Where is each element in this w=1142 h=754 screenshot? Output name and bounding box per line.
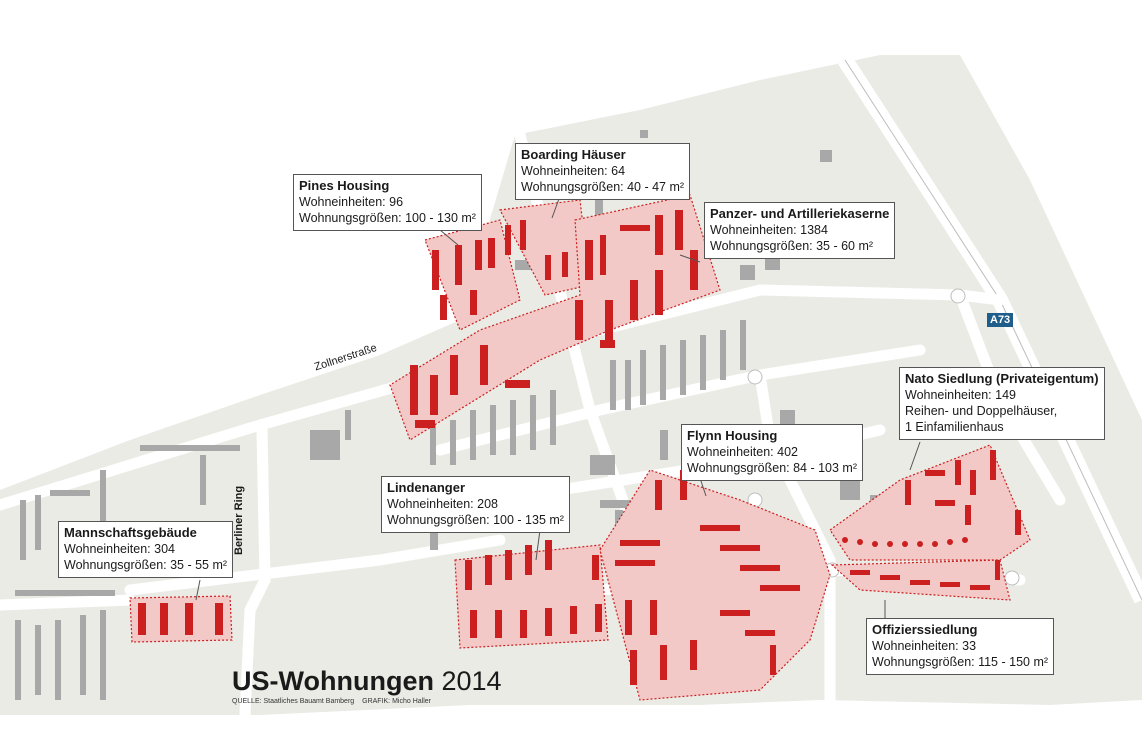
callout-line: Wohnungsgrößen: 35 - 55 m² <box>64 558 228 572</box>
callout-line: Wohneinheiten: 96 <box>299 195 404 209</box>
highway-label-a73: A73 <box>987 313 1014 327</box>
callout-title: Flynn Housing <box>687 428 778 443</box>
area-mannschaft <box>129 595 233 643</box>
callout-line: Wohneinheiten: 149 <box>905 388 1016 402</box>
figure-title-block: US-Wohnungen 2014 QUELLE: Staatliches Ba… <box>232 666 502 705</box>
callout-line: Wohnungsgrößen: 35 - 60 m² <box>710 239 874 253</box>
figure-credits: QUELLE: Staatliches Bauamt Bamberg GRAFI… <box>232 698 502 705</box>
callout-title: Nato Siedlung (Privateigentum) <box>905 371 1099 386</box>
area-nato <box>829 444 1031 561</box>
callout-line: Wohneinheiten: 33 <box>872 639 977 653</box>
callout-line: Wohnungsgrößen: 115 - 150 m² <box>872 655 1049 669</box>
road-berliner-ring <box>239 424 271 721</box>
callout-flynn-housing: Flynn Housing Wohneinheiten: 402 Wohnung… <box>681 424 864 481</box>
figure-title-main: US-Wohnungen <box>232 666 434 696</box>
callout-line: Wohnungsgrößen: 40 - 47 m² <box>521 180 685 194</box>
callout-boarding-haeuser: Boarding Häuser Wohneinheiten: 64 Wohnun… <box>515 143 691 200</box>
callout-line: Wohnungsgrößen: 100 - 135 m² <box>387 513 564 527</box>
callout-mannschaftsgebaeude: Mannschaftsgebäude Wohneinheiten: 304 Wo… <box>58 521 234 578</box>
figure-title-year: 2014 <box>441 666 502 696</box>
housing-buildings <box>138 210 1021 685</box>
callout-title: Pines Housing <box>299 178 390 193</box>
credit-graphic: GRAFIK: Micho Haller <box>362 698 431 705</box>
callout-line: Reihen- und Doppelhäuser, <box>905 404 1058 418</box>
callout-title: Lindenanger <box>387 480 466 495</box>
road-label-berliner-ring: Berliner Ring <box>233 485 245 555</box>
figure-title: US-Wohnungen 2014 <box>232 666 502 697</box>
callout-lindenanger: Lindenanger Wohneinheiten: 208 Wohnungsg… <box>381 476 570 533</box>
callout-offizierssiedlung: Offizierssiedlung Wohneinheiten: 33 Wohn… <box>866 618 1055 675</box>
callout-line: Wohneinheiten: 1384 <box>710 223 828 237</box>
callout-line: Wohneinheiten: 304 <box>64 542 175 556</box>
callout-panzer-artilleriekaserne: Panzer- und Artilleriekaserne Wohneinhei… <box>704 202 896 259</box>
callout-line: Wohnungsgrößen: 100 - 130 m² <box>299 211 476 225</box>
callout-line: Wohnungsgrößen: 84 - 103 m² <box>687 461 858 475</box>
callout-title: Offizierssiedlung <box>872 622 978 637</box>
callout-title: Boarding Häuser <box>521 147 626 162</box>
callout-line: Wohneinheiten: 64 <box>521 164 626 178</box>
credit-source: QUELLE: Staatliches Bauamt Bamberg <box>232 698 355 705</box>
area-pines <box>424 219 521 331</box>
callout-pines-housing: Pines Housing Wohneinheiten: 96 Wohnungs… <box>293 174 482 231</box>
callout-nato-siedlung: Nato Siedlung (Privateigentum) Wohneinhe… <box>899 367 1105 440</box>
callout-title: Panzer- und Artilleriekaserne <box>710 206 890 221</box>
callout-line: 1 Einfamilienhaus <box>905 420 1004 434</box>
other-buildings <box>15 130 885 700</box>
callout-line: Wohneinheiten: 402 <box>687 445 798 459</box>
callout-line: Wohneinheiten: 208 <box>387 497 498 511</box>
area-panzer <box>389 194 721 441</box>
callout-title: Mannschaftsgebäude <box>64 525 197 540</box>
